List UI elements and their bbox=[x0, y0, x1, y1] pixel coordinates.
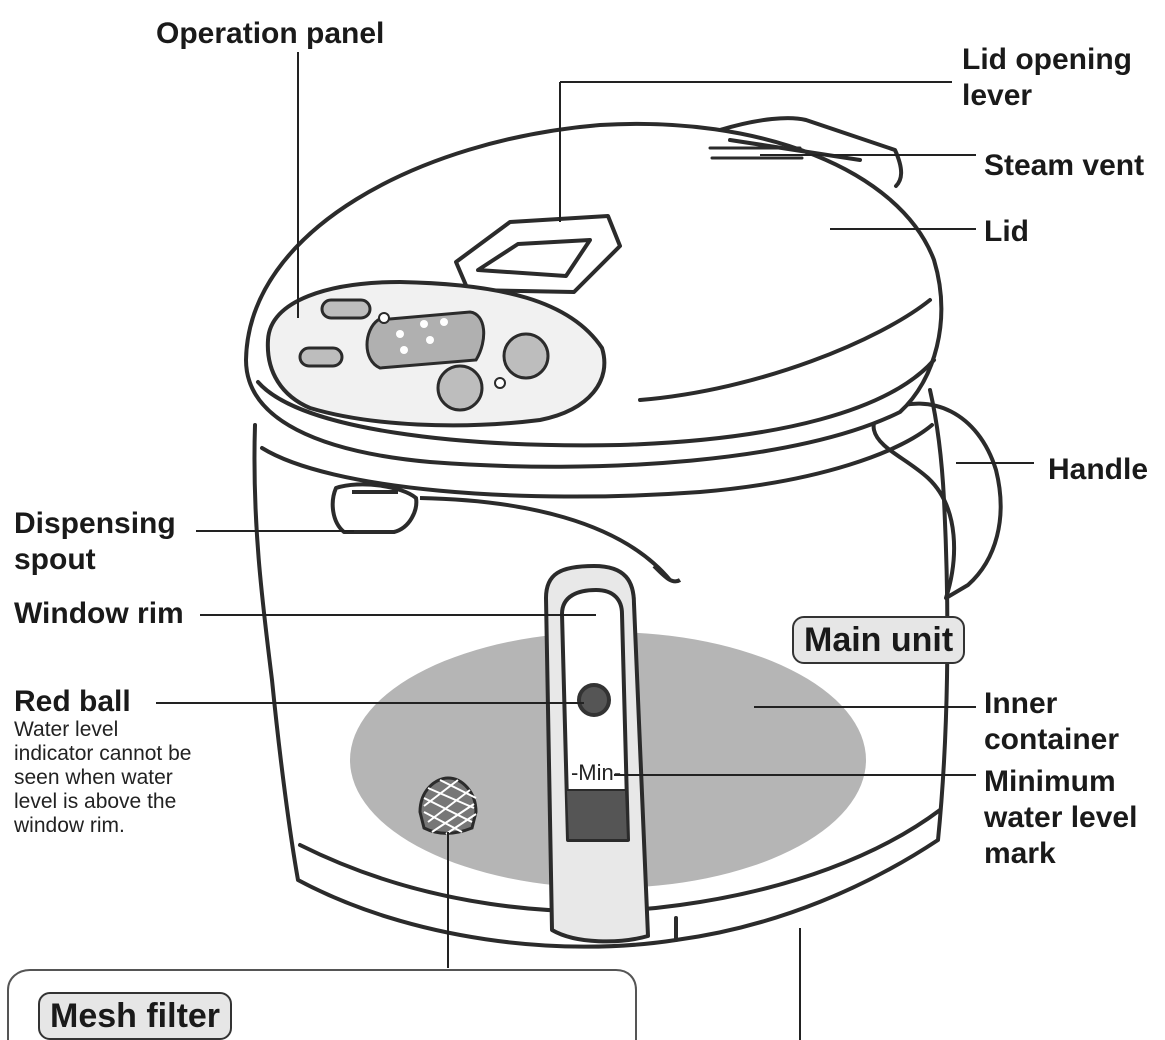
panel-round-button-1 bbox=[502, 332, 550, 380]
badge-mesh-filter: Mesh filter bbox=[38, 992, 233, 1040]
label-minimum-water-level-mark: Minimum water level mark bbox=[984, 764, 1137, 872]
panel-round-button-2 bbox=[436, 364, 484, 412]
mesh-filter-shape bbox=[418, 776, 478, 835]
min-mark: -Min- bbox=[571, 760, 621, 785]
label-dispensing-spout-line1: Dispensing bbox=[14, 507, 176, 540]
label-inner-container-line1: Inner bbox=[984, 687, 1058, 720]
label-dispensing-spout-line2: spout bbox=[14, 543, 96, 576]
main-body-outline bbox=[252, 388, 950, 949]
label-red-ball: Red ball bbox=[14, 685, 131, 718]
leader-lid-opening-lever bbox=[559, 81, 952, 222]
label-lid-opening-lever: Lid opening lever bbox=[962, 42, 1132, 114]
label-steam-vent: Steam vent bbox=[984, 149, 1145, 182]
label-operation-panel: Operation panel bbox=[156, 17, 385, 50]
label-minimum-line3: mark bbox=[984, 837, 1056, 870]
red-ball-note-line: Water level bbox=[14, 718, 119, 741]
label-minimum-line1: Minimum bbox=[984, 765, 1116, 798]
panel-button-1 bbox=[320, 298, 372, 320]
label-lid: Lid bbox=[984, 215, 1029, 248]
dispensing-spout-shape bbox=[330, 482, 419, 534]
label-handle: Handle bbox=[1048, 453, 1149, 486]
red-ball-note-line: indicator cannot be bbox=[14, 742, 192, 765]
red-ball-shape bbox=[577, 683, 611, 717]
handle-shape bbox=[871, 401, 1003, 600]
badge-main-unit: Main unit bbox=[792, 616, 966, 664]
red-ball-note-line: window rim. bbox=[14, 814, 125, 837]
label-minimum-line2: water level bbox=[984, 801, 1138, 834]
red-ball-note-line: level is above the bbox=[14, 790, 177, 813]
label-lid-opening-lever-line1: Lid opening bbox=[962, 43, 1132, 76]
red-ball-note-line: seen when water bbox=[14, 766, 173, 789]
label-window-rim: Window rim bbox=[14, 597, 184, 630]
label-dispensing-spout: Dispensing spout bbox=[14, 506, 176, 578]
red-ball-note: Water level indicator cannot be seen whe… bbox=[14, 718, 191, 838]
panel-display bbox=[365, 310, 486, 370]
mesh-filter-callout-box bbox=[7, 969, 637, 1040]
label-inner-container-line2: container bbox=[984, 723, 1120, 756]
label-inner-container: Inner container bbox=[984, 686, 1119, 758]
label-lid-opening-lever-line2: lever bbox=[962, 79, 1033, 112]
panel-button-2 bbox=[298, 346, 344, 368]
